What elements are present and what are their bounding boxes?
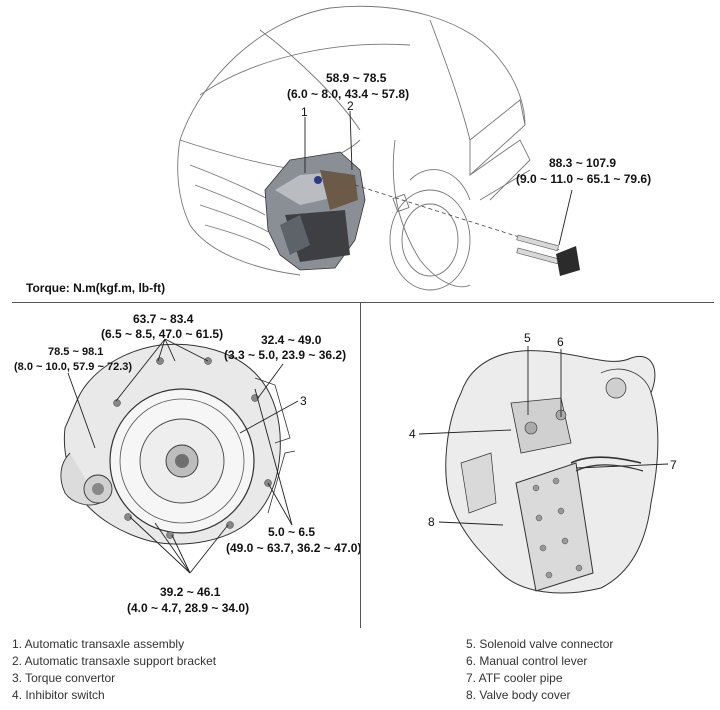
legend-left-column: 1. Automatic transaxle assembly 2. Autom…	[12, 636, 216, 704]
spec-c-line1: 32.4 ~ 49.0	[261, 333, 322, 347]
spec-e-line1: 39.2 ~ 46.1	[160, 585, 221, 599]
spec-d-line1: 5.0 ~ 6.5	[268, 525, 315, 539]
callout-4-label: 4	[409, 427, 416, 441]
right-leader-lines	[418, 346, 669, 526]
torque-unit-label: Torque: N.m(kgf.m, lb-ft)	[26, 281, 165, 295]
transaxle-housing-graphic	[60, 343, 296, 545]
legend-item: 8. Valve body cover	[466, 688, 571, 702]
transaxle-assembly-graphic	[264, 151, 366, 271]
valve-body-view: 5 6 4 7 8	[409, 331, 677, 594]
spec-b-line2: (8.0 ~ 10.0, 57.9 ~ 72.3)	[14, 361, 132, 373]
torque-spec-1-line1: 58.9 ~ 78.5	[326, 71, 387, 85]
torque-spec-2-line2: (9.0 ~ 11.0 ~ 65.1 ~ 79.6)	[516, 172, 651, 186]
torque-spec-1-line2: (6.0 ~ 8.0, 43.4 ~ 57.8)	[287, 87, 409, 101]
spec-b-line1: 78.5 ~ 98.1	[48, 346, 103, 358]
legend-item: 4. Inhibitor switch	[12, 688, 105, 702]
legend-item: 7. ATF cooler pipe	[466, 671, 563, 685]
torque-converter-view: 63.7 ~ 83.4 (6.5 ~ 8.5, 47.0 ~ 61.5) 78.…	[14, 312, 361, 615]
spec-c-line2: (3.3 ~ 5.0, 23.9 ~ 36.2)	[224, 348, 346, 362]
spec-a-line1: 63.7 ~ 83.4	[133, 312, 194, 326]
legend-item: 1. Automatic transaxle assembly	[12, 637, 185, 651]
parts-legend: 1. Automatic transaxle assembly 2. Autom…	[0, 632, 720, 710]
vehicle-diagram: 58.9 ~ 78.5 (6.0 ~ 8.0, 43.4 ~ 57.8) 1 2…	[26, 5, 651, 295]
transaxle-rear-graphic	[445, 350, 659, 594]
callout-3-label: 3	[300, 394, 307, 408]
legend-item: 6. Manual control lever	[466, 654, 588, 668]
bolt-graphics	[516, 234, 580, 276]
vertical-divider	[360, 303, 361, 628]
vehicle-diagram-panel: 58.9 ~ 78.5 (6.0 ~ 8.0, 43.4 ~ 57.8) 1 2…	[0, 0, 720, 300]
callout-2-label: 2	[347, 99, 354, 113]
spec-e-line2: (4.0 ~ 4.7, 28.9 ~ 34.0)	[127, 601, 249, 615]
torque-converter-view-panel: 63.7 ~ 83.4 (6.5 ~ 8.5, 47.0 ~ 61.5) 78.…	[0, 303, 361, 628]
spec-d-line2: (49.0 ~ 63.7, 36.2 ~ 47.0)	[226, 541, 360, 555]
horizontal-divider	[12, 302, 714, 303]
valve-body-view-panel: 5 6 4 7 8	[361, 303, 720, 628]
callout-5-label: 5	[524, 331, 531, 345]
top-leader-lines	[304, 110, 573, 246]
left-leader-lines	[67, 338, 299, 574]
legend-right-column: 5. Solenoid valve connector 6. Manual co…	[466, 636, 613, 704]
torque-spec-2-line1: 88.3 ~ 107.9	[549, 156, 616, 170]
spec-a-line2: (6.5 ~ 8.5, 47.0 ~ 61.5)	[101, 327, 223, 341]
legend-item: 5. Solenoid valve connector	[466, 637, 614, 651]
reference-dashed-line	[354, 184, 561, 251]
callout-1-label: 1	[301, 105, 308, 119]
legend-item: 2. Automatic transaxle support bracket	[12, 654, 217, 668]
legend-item: 3. Torque convertor	[12, 671, 116, 685]
callout-7-label: 7	[670, 458, 677, 472]
callout-8-label: 8	[428, 515, 435, 529]
car-outline	[177, 5, 531, 291]
callout-6-label: 6	[557, 335, 564, 349]
